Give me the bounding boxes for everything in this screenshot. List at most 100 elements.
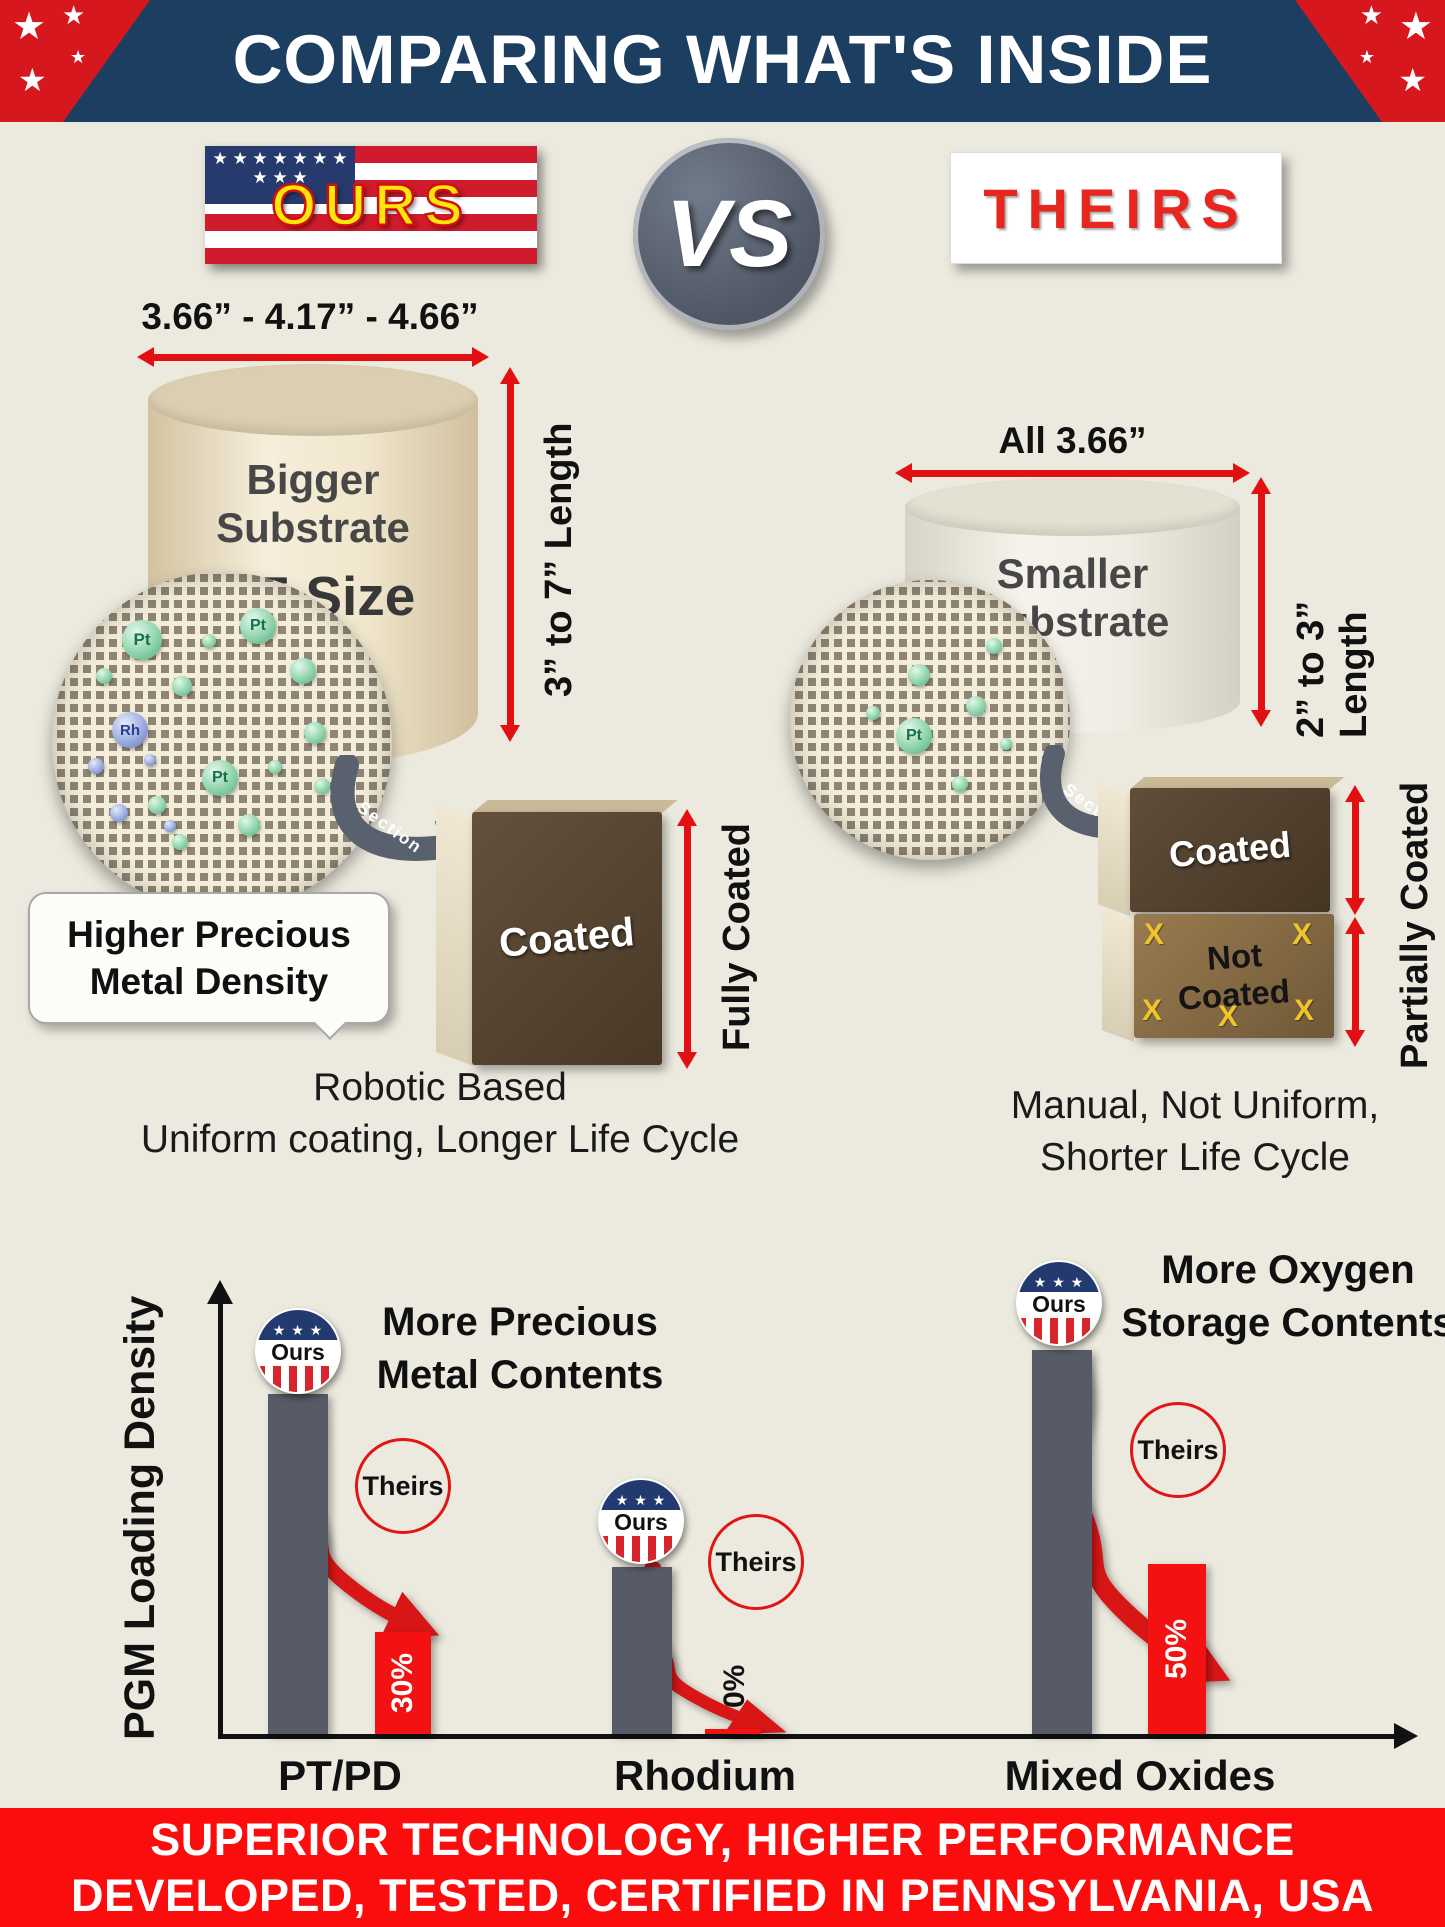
theirs-length-arrow (1251, 477, 1271, 727)
star-icon: ★ (70, 47, 87, 67)
particle-dot (866, 706, 880, 720)
particle-dot (304, 722, 326, 744)
footer-line1: SUPERIOR TECHNOLOGY, HIGHER PERFORMANCE (150, 1813, 1295, 1865)
theirs-circle-label: Theirs (715, 1546, 797, 1577)
not-coated-block: X X X X X Not Coated (1134, 914, 1334, 1038)
star-icon: ★ (1358, 47, 1375, 67)
roundel-stars: ★ ★ ★ (257, 1310, 339, 1340)
cylinder-top (905, 478, 1240, 536)
theirs-length-label: 2” to 3” Length (1290, 600, 1375, 738)
roundel-stars: ★ ★ ★ (600, 1480, 682, 1510)
theirs-circle: Theirs (355, 1438, 451, 1534)
star-icon: ★ (18, 62, 47, 98)
theirs-caption-line2: Shorter Life Cycle (1040, 1136, 1350, 1179)
fully-coated-arrow (677, 809, 697, 1069)
particle-dot (268, 760, 282, 774)
roundel-stars: ★ ★ ★ (1018, 1262, 1100, 1292)
coated-label: Coated (1167, 823, 1293, 876)
theirs-circle-label: Theirs (362, 1470, 444, 1501)
ours-substrate-line1: Bigger (246, 456, 380, 503)
bar-theirs-ptpd: 30% (375, 1632, 431, 1734)
y-axis-arrow (207, 1280, 233, 1304)
ours-flag-badge: ★ ★ ★ ★ ★ ★ ★ ★ ★ ★ OURS (205, 146, 537, 264)
ours-label: OURS (270, 171, 471, 239)
particle-dot (202, 634, 216, 648)
star-icon: ★ (1398, 6, 1433, 48)
theirs-caption-line1: Manual, Not Uniform, (1010, 1084, 1380, 1127)
particle-dot (172, 834, 188, 850)
particle-dot (110, 804, 128, 822)
ours-roundel-label: Ours (1018, 1291, 1100, 1318)
ours-roundel: ★ ★ ★ Ours (1016, 1260, 1102, 1346)
theirs-substrate-line1: Smaller (996, 550, 1149, 597)
x-axis-arrow (1394, 1723, 1418, 1749)
particle-dot (314, 778, 330, 794)
roundel-stripes (257, 1365, 339, 1392)
rh-particle: Rh (112, 712, 148, 748)
particle-dot (952, 776, 968, 792)
x-mark: X (1142, 994, 1163, 1027)
footer-line2: DEVELOPED, TESTED, CERTIFIED IN PENNSYLV… (71, 1869, 1374, 1921)
theirs-circle: Theirs (708, 1514, 804, 1610)
theirs-circle: Theirs (1130, 1402, 1226, 1498)
theirs-diameter-arrow (895, 463, 1250, 483)
ours-roundel: ★ ★ ★ Ours (255, 1308, 341, 1394)
theirs-bar-label: 50% (1160, 1618, 1193, 1680)
y-axis (218, 1302, 223, 1738)
ours-caption-line1: Robotic Based (313, 1066, 567, 1109)
not-coated-line2: Coated (1176, 972, 1292, 1017)
particle-dot (966, 696, 986, 716)
ours-diameter-arrow (137, 347, 489, 367)
vs-label: VS (665, 180, 793, 287)
cylinder-top (148, 364, 478, 436)
ours-magnifier: Pt Pt Pt Rh (52, 572, 392, 912)
ours-substrate-line2: Substrate (216, 504, 410, 551)
partial-arrow-top (1345, 785, 1365, 915)
annotation-precious-metal: More Precious Metal Contents (330, 1296, 710, 1402)
partial-arrow-bottom (1345, 917, 1365, 1047)
particle-dot (290, 658, 316, 684)
theirs-diameter-label: All 3.66” (998, 420, 1147, 461)
footer-banner: SUPERIOR TECHNOLOGY, HIGHER PERFORMANCE … (0, 1808, 1445, 1927)
ours-roundel-label: Ours (257, 1339, 339, 1366)
category-label-mixed-oxides: Mixed Oxides (1004, 1752, 1276, 1799)
pt-particle: Pt (896, 718, 932, 754)
ours-caption: Robotic Based Uniform coating, Longer Li… (110, 1062, 770, 1166)
particle-dot (148, 796, 166, 814)
ours-diameter-label: 3.66” - 4.17” - 4.66” (141, 296, 479, 337)
callout-line2: Metal Density (89, 961, 329, 1002)
bar-theirs-mixed: 50% (1148, 1564, 1206, 1734)
theirs-caption: Manual, Not Uniform, Shorter Life Cycle (955, 1080, 1435, 1184)
flag-canton: ★ ★ ★ ★ ★ ★ ★ ★ ★ ★ (205, 146, 355, 204)
theirs-circle-label: Theirs (1137, 1434, 1219, 1465)
callout-line1: Higher Precious (67, 914, 351, 955)
particle-dot (986, 638, 1002, 654)
bar-ours-rhodium (612, 1567, 672, 1734)
annotation-line: Metal Contents (376, 1353, 664, 1397)
roundel-stripes (600, 1535, 682, 1562)
pt-particle: Pt (202, 760, 238, 796)
pt-particle: Pt (240, 608, 276, 644)
block-side-face (436, 804, 474, 1066)
ours-caption-line2: Uniform coating, Longer Life Cycle (140, 1118, 740, 1161)
ours-roundel: ★ ★ ★ Ours (598, 1478, 684, 1564)
x-mark: X (1294, 994, 1315, 1027)
bar-ours-mixed (1032, 1349, 1092, 1734)
theirs-magnifier: Pt (790, 580, 1070, 860)
theirs-bar-label: 30% (386, 1652, 419, 1714)
particle-dot (164, 820, 176, 832)
annotation-line: Storage Contents (1121, 1301, 1445, 1345)
x-mark: X (1144, 918, 1165, 951)
annotation-line: More Oxygen (1161, 1248, 1415, 1292)
x-axis (218, 1734, 1396, 1739)
fully-coated-block: Coated (472, 812, 662, 1065)
particle-dot (908, 664, 930, 686)
page-title: COMPARING WHAT'S INSIDE (232, 21, 1213, 98)
callout-tail (313, 1006, 347, 1040)
partially-coated-label: Partially Coated (1394, 781, 1436, 1069)
block-side-face (1102, 908, 1134, 1042)
star-icon: ★ (1359, 0, 1383, 30)
ours-length-arrow (500, 367, 520, 742)
coated-block: Coated (1130, 788, 1330, 912)
